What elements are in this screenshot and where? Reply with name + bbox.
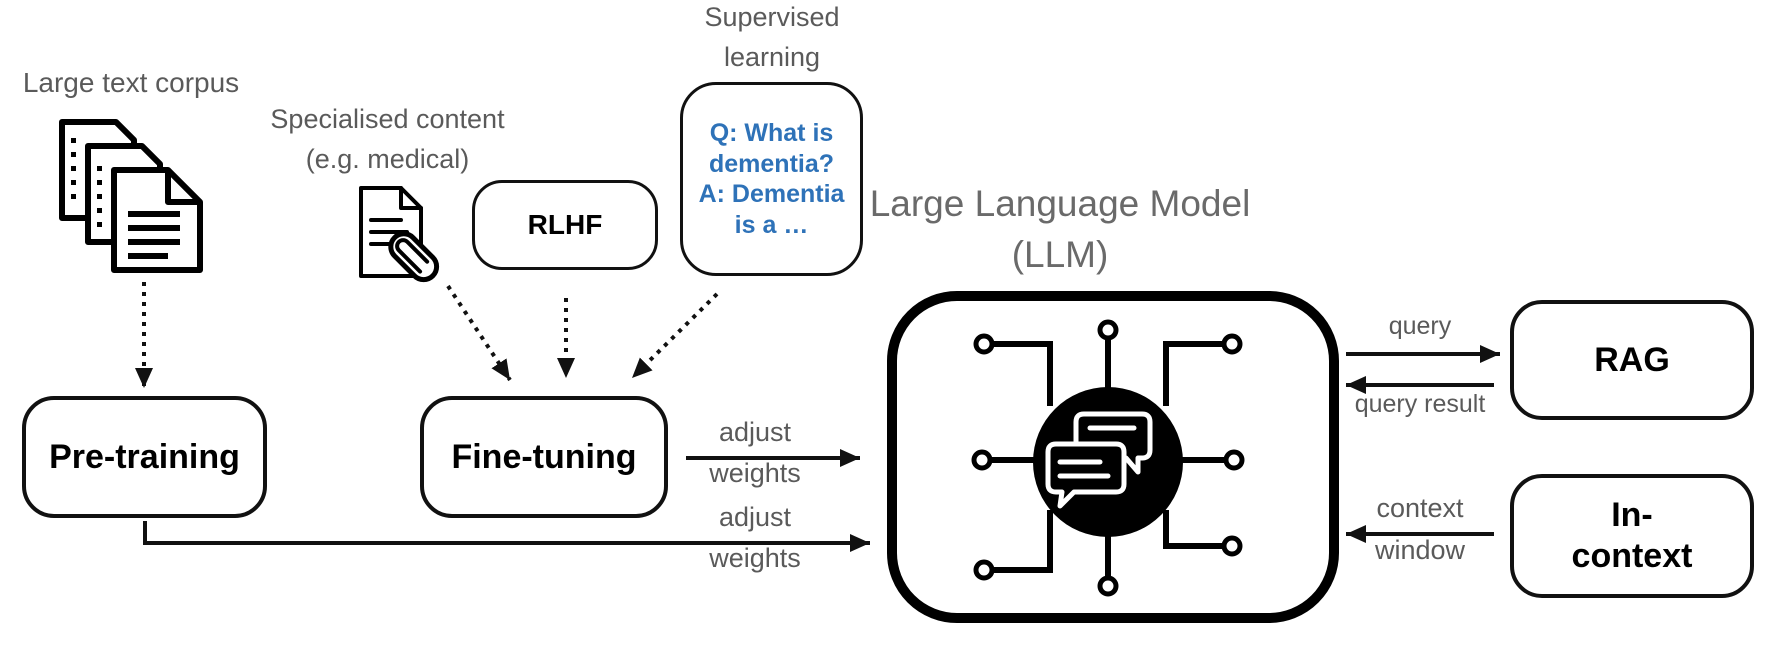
finetuning-box: Fine-tuning xyxy=(420,396,668,518)
qa-answer-line2: is a … xyxy=(734,210,809,239)
corpus-label: Large text corpus xyxy=(22,67,240,98)
ft-weights-label: weights xyxy=(709,458,801,488)
window-label: window xyxy=(1374,535,1466,565)
incontext-label-line2: context xyxy=(1571,537,1693,575)
rag-label: RAG xyxy=(1594,340,1670,379)
specialised-label-line2: (e.g. medical) xyxy=(305,144,470,174)
supervised-qa-card: Q: What is dementia? A: Dementia is a … xyxy=(680,82,863,276)
qa-answer-line1: A: Dementia xyxy=(698,180,845,208)
pretraining-label: Pre-training xyxy=(49,437,240,476)
supervised-label-line1: Supervised xyxy=(704,2,840,32)
supervised-label-line2: learning xyxy=(723,42,821,72)
pt-adjust-label: adjust xyxy=(718,502,792,532)
qa-question-line1: Q: What is xyxy=(709,119,834,147)
document-paperclip-icon xyxy=(359,186,440,283)
pt-weights-label: weights xyxy=(709,543,801,573)
llm-title-line2: (LLM) xyxy=(1011,234,1109,275)
llm-title-line1: Large Language Model xyxy=(869,183,1251,224)
query-label: query xyxy=(1388,312,1452,340)
qa-question-line2: dementia? xyxy=(708,149,835,178)
arrow-supervised-to-finetuning xyxy=(630,292,719,380)
ft-adjust-label: adjust xyxy=(718,417,792,447)
query-result-label: query result xyxy=(1354,390,1486,418)
incontext-label-line1: In- xyxy=(1611,496,1653,535)
context-label: context xyxy=(1376,493,1464,523)
rlhf-label: RLHF xyxy=(527,209,603,240)
document-stack-icon xyxy=(59,119,203,273)
arrow-pretraining-to-llm xyxy=(143,521,870,552)
specialised-label-line1: Specialised content xyxy=(270,104,505,134)
rag-box: RAG xyxy=(1510,300,1754,420)
incontext-box: In- context xyxy=(1510,474,1754,598)
finetuning-label: Fine-tuning xyxy=(451,437,637,476)
pretraining-box: Pre-training xyxy=(22,396,267,518)
chip-chat-icon xyxy=(971,319,1245,597)
rlhf-box: RLHF xyxy=(472,180,658,270)
arrow-specialised-to-finetuning xyxy=(446,284,512,382)
